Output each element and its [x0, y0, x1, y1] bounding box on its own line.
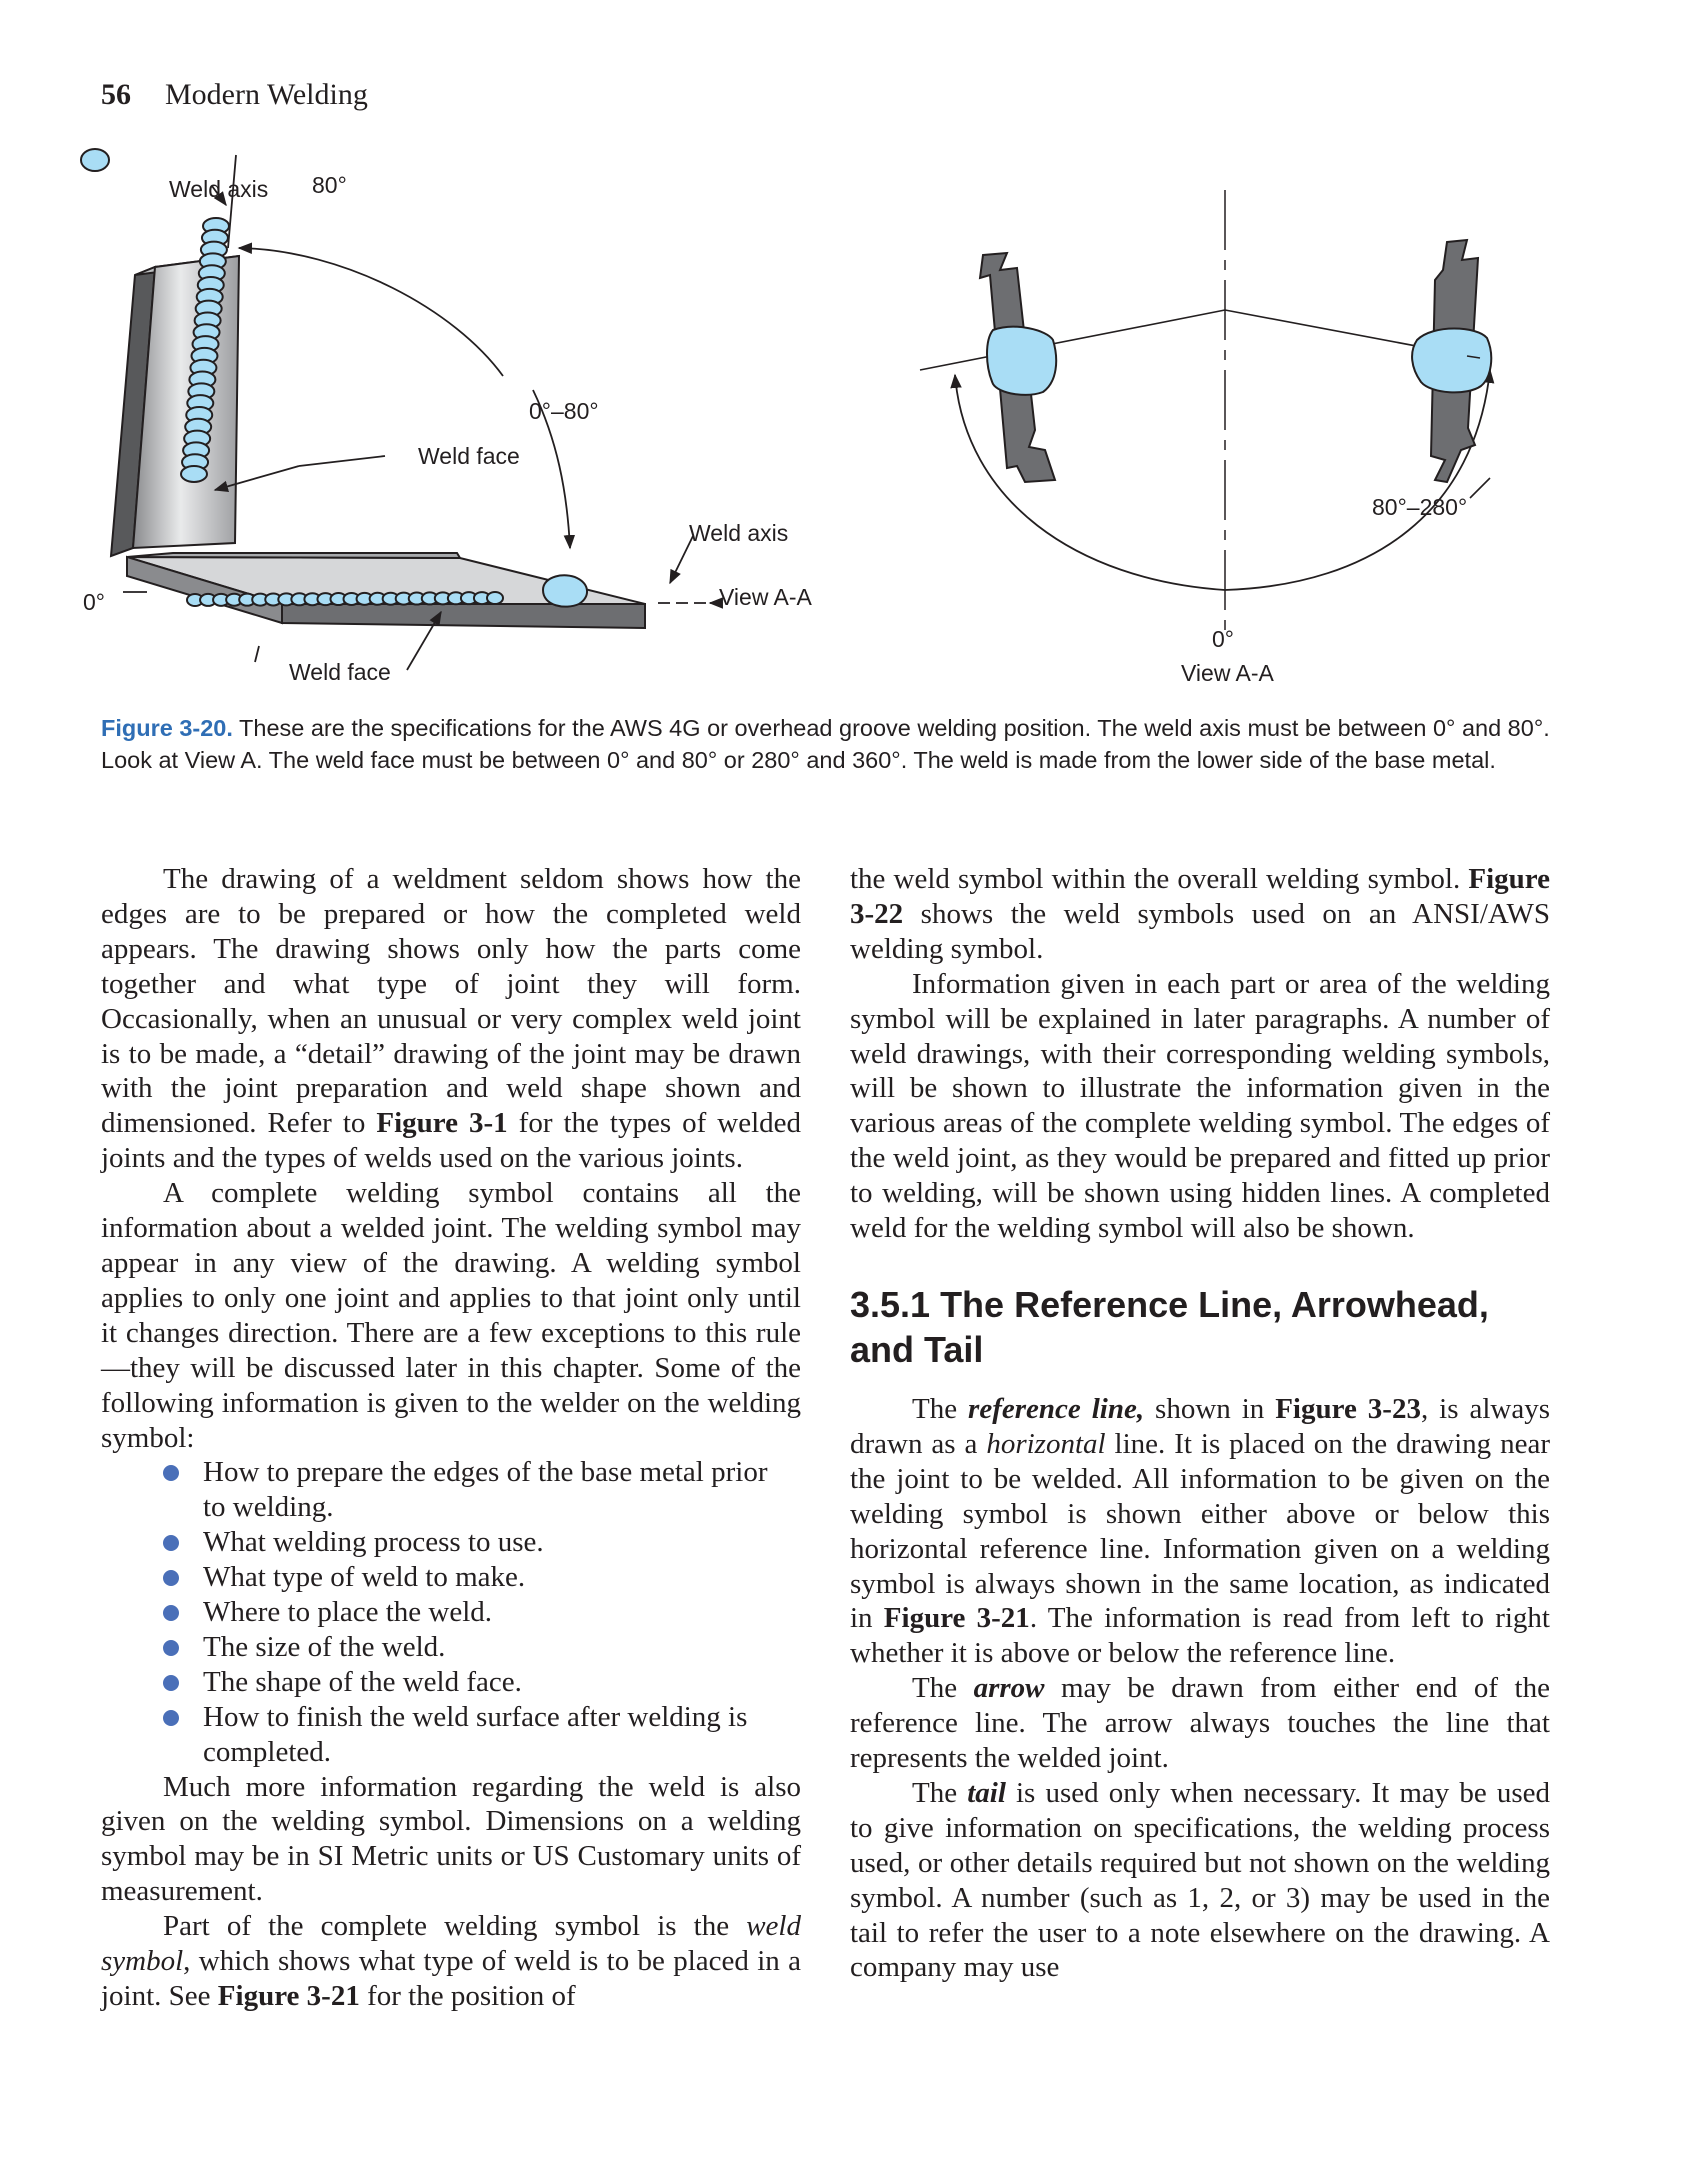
figure-illustration: Weld axis 80° 0°–80° Weld face Weld axis… [80, 148, 1495, 686]
list-item: What type of weld to make. [163, 1560, 801, 1595]
figure-reference: Figure 3-21 [883, 1602, 1030, 1635]
label-weld-axis-top: Weld axis [169, 176, 268, 202]
figure-reference: Figure 3-1 [376, 1107, 508, 1140]
label-view-a-a-arrow: View A-A [719, 584, 813, 610]
label-angle-80-280: 80°–280° [1372, 494, 1467, 520]
list-item: The shape of the weld face. [163, 1665, 801, 1700]
label-angle-0-bottom: 0° [1212, 626, 1234, 652]
term-emphasis: weld symbol [101, 1910, 801, 1978]
label-view-a-a-caption: View A-A [1181, 660, 1275, 686]
bullet-dot-icon [163, 1709, 179, 1726]
bottom-plate-front-edge [281, 603, 646, 630]
page-number: 56 [101, 78, 131, 111]
paragraph: A complete welding symbol contains all t… [101, 1177, 801, 1454]
list-item: The size of the weld. [163, 1630, 801, 1665]
list-item: How to prepare the edges of the base met… [163, 1455, 801, 1525]
bullet-dot-icon [163, 1535, 179, 1552]
label-weld-face-lower: Weld face [289, 659, 391, 685]
figure-caption-label: Figure 3-20. [101, 715, 233, 741]
paragraph: Much more information regarding the weld… [101, 1770, 801, 1908]
paragraph: The arrow may be drawn from either end o… [850, 1672, 1550, 1775]
label-weld-face-upper: Weld face [418, 443, 520, 469]
end-weld-blob [541, 574, 588, 608]
paragraph: the weld symbol within the overall weldi… [850, 863, 1550, 965]
figure-reference: Figure 3-21 [217, 1980, 360, 2012]
paragraph: The drawing of a weldment seldom shows h… [101, 863, 801, 1175]
view-a-a-drawing [919, 190, 1495, 640]
info-bullet-list: How to prepare the edges of the base met… [101, 1455, 801, 1769]
list-item: What welding process to use. [163, 1525, 801, 1560]
label-weld-axis-right: Weld axis [689, 520, 788, 546]
isometric-joint-drawing [80, 148, 646, 630]
upper-plate-top [126, 552, 462, 560]
horizontal-weld-bead-ripples [186, 591, 504, 607]
weld-ripple [486, 591, 504, 605]
weld-ripple [180, 465, 208, 483]
bullet-dot-icon [163, 1674, 179, 1691]
bullet-dot-icon [163, 1465, 179, 1482]
bullet-dot-icon [163, 1570, 179, 1587]
label-angle-0-left: 0° [83, 589, 105, 615]
right-weld-section [1411, 327, 1493, 394]
key-term: tail [967, 1776, 1006, 1809]
section-heading: 3.5.1 The Reference Line, Arrowhead, and… [850, 1283, 1489, 1370]
page-header: 56 Modern Welding [101, 78, 1001, 128]
key-term: arrow [973, 1672, 1045, 1705]
figure-reference: Figure 3-22 [850, 863, 1550, 930]
figure-3-20: Weld axis 80° 0°–80° Weld face Weld axis… [80, 148, 1625, 700]
vertical-weld-bead [80, 148, 110, 172]
paragraph: Part of the complete welding symbol is t… [101, 1910, 801, 2012]
right-column: the weld symbol within the overall weldi… [850, 862, 1550, 1985]
bullet-dot-icon [163, 1639, 179, 1656]
key-term: reference line, [968, 1392, 1145, 1425]
paragraph: The tail is used only when necessary. It… [850, 1776, 1550, 1984]
figure-caption: Figure 3-20. These are the specification… [101, 712, 1581, 776]
left-column: The drawing of a weldment seldom shows h… [101, 862, 801, 2014]
book-title: Modern Welding [165, 78, 368, 111]
term-emphasis: horizontal [986, 1427, 1106, 1460]
left-annotation-lines [123, 154, 723, 671]
figure-caption-text: These are the specifications for the AWS… [101, 715, 1550, 773]
paragraph: The reference line, shown in Figure 3-23… [850, 1392, 1550, 1670]
bullet-dot-icon [163, 1605, 179, 1622]
paragraph: Information given in each part or area o… [850, 967, 1550, 1245]
figure-reference: Figure 3-23 [1275, 1392, 1421, 1425]
vertical-weld-bead-ripples [180, 217, 230, 483]
label-angle-80: 80° [312, 172, 347, 198]
left-weld-section [986, 325, 1058, 396]
list-item: How to finish the weld surface after wel… [163, 1700, 801, 1770]
list-item: Where to place the weld. [163, 1595, 801, 1630]
label-angle-0-80: 0°–80° [529, 398, 599, 424]
